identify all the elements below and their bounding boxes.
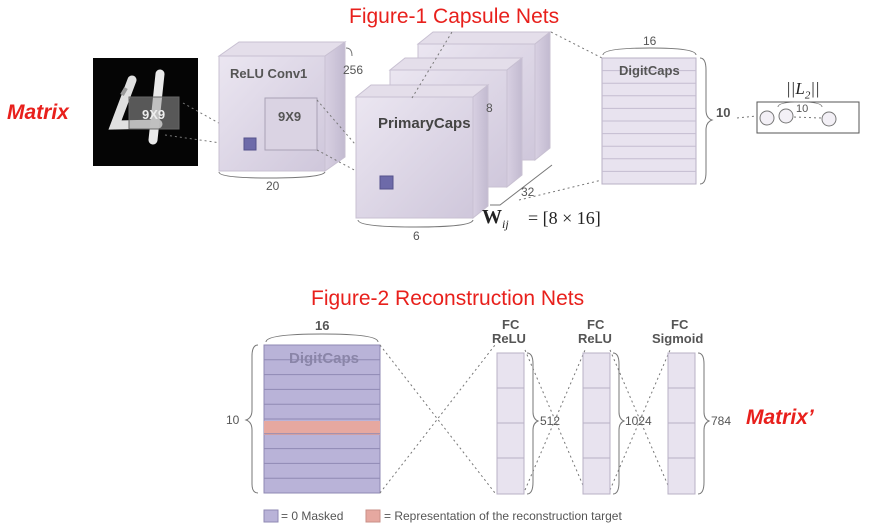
- primarycaps-count: 32: [521, 185, 535, 199]
- primarycaps-block: [354, 30, 553, 228]
- digitcaps1-name: DigitCaps: [619, 63, 680, 78]
- legend-masked-swatch: [263, 509, 279, 523]
- digitcaps2-dim: 16: [315, 318, 330, 333]
- weight-matrix-value: = [8 × 16]: [528, 208, 601, 228]
- fc2-line2: ReLU: [578, 331, 612, 346]
- conv1-kernel: 9X9: [278, 109, 302, 124]
- primary-to-digit-line: [518, 179, 603, 201]
- fc3-line1: FC: [671, 317, 689, 332]
- figure2-title: Figure-2 Reconstruction Nets: [311, 287, 585, 310]
- digitcaps2-rows: 10: [226, 413, 240, 427]
- conv1-depth: 256: [343, 63, 364, 77]
- weight-symbol: W: [482, 206, 502, 228]
- weight-matrix-label: Wij: [482, 207, 509, 230]
- primarycaps-width: 6: [413, 229, 420, 243]
- legend-target-text: = Representation of the reconstruction t…: [384, 509, 622, 523]
- l2-label: ||L2||: [786, 80, 820, 101]
- output-matrix-label: Matrix’: [746, 406, 814, 429]
- legend-masked-text: = 0 Masked: [281, 509, 344, 523]
- digitcaps2-name: DigitCaps: [289, 350, 360, 367]
- digit-to-l2-line: [736, 115, 758, 119]
- fc2-line1: FC: [587, 317, 605, 332]
- l2-norm-open: ||L: [786, 79, 805, 98]
- input-digit-image: [93, 58, 198, 166]
- legend-target-swatch: [365, 509, 381, 523]
- fc3-line2: Sigmoid: [652, 331, 704, 346]
- fc1-layer: [496, 352, 540, 495]
- fc3-size: 784: [711, 414, 732, 428]
- l2-length-vector: [756, 101, 860, 134]
- fc1-line1: FC: [502, 317, 520, 332]
- weight-subscript: ij: [502, 217, 509, 231]
- fc1-line2: ReLU: [492, 331, 526, 346]
- fc1-size: 512: [540, 414, 561, 428]
- digitcaps-grid-fig1: [601, 47, 714, 185]
- fc2-size: 1024: [625, 414, 652, 428]
- l2-count: 10: [796, 103, 809, 115]
- primarycaps-name: PrimaryCaps: [378, 115, 471, 132]
- conv1-width: 20: [266, 179, 280, 193]
- conv1-name: ReLU Conv1: [230, 66, 308, 81]
- digitcaps1-dim: 16: [643, 34, 657, 48]
- input-kernel-label: 9X9: [142, 107, 166, 122]
- primarycaps-depth: 8: [486, 101, 493, 115]
- primary-to-digit-line: [550, 31, 603, 59]
- figure1-title: Figure-1 Capsule Nets: [349, 5, 560, 28]
- conv1-block: [217, 41, 353, 179]
- digitcaps1-rows: 10: [716, 105, 731, 120]
- fc2-layer: [582, 352, 626, 495]
- fc3-layer: [667, 352, 711, 495]
- digitcaps-grid-fig2: [244, 333, 381, 494]
- l2-norm-close: ||: [810, 79, 820, 98]
- input-matrix-label: Matrix: [7, 101, 69, 124]
- fc-connection-lines: [379, 344, 671, 494]
- l2-subscript: 2: [804, 89, 811, 102]
